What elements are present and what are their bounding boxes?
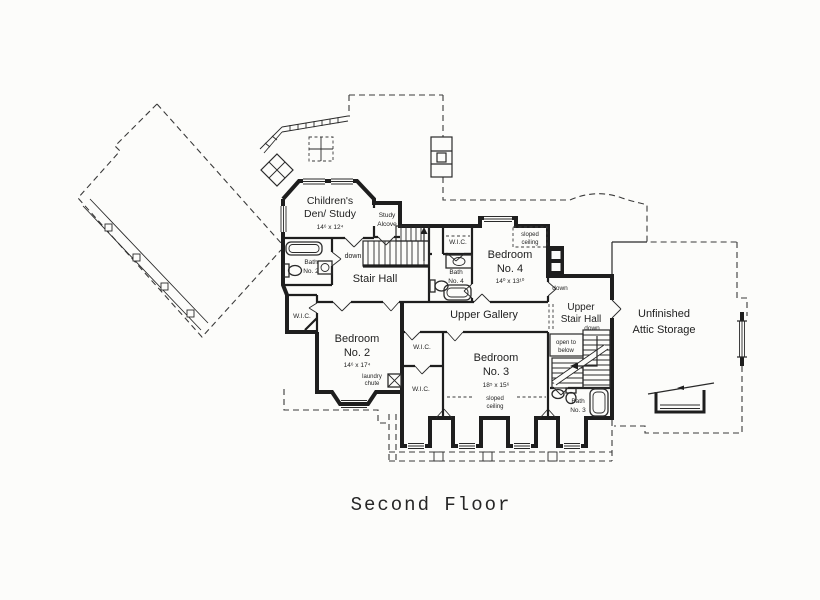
- sink-icon: [551, 388, 565, 400]
- roof-ridge-hatched-band: [259, 115, 349, 154]
- gallery-threshold: [548, 304, 554, 330]
- bedroom3-label2: No. 3: [483, 366, 509, 378]
- wic-mid-upper-label: W.I.C.: [413, 344, 431, 351]
- fireplace-icon: [548, 246, 564, 274]
- sloped-ceiling-marks: [447, 226, 548, 398]
- sloped-ceiling-b4-label: sloped: [521, 232, 539, 238]
- bedroom2-label2: No. 2: [344, 347, 370, 359]
- attic-label2: Attic Storage: [633, 324, 696, 336]
- window-icon: [280, 178, 353, 232]
- bedroom2-dims: 14⁶ x 17⁴: [344, 362, 371, 369]
- vanity-sink-icon: [445, 254, 473, 269]
- bath2-label: Bath: [304, 259, 318, 266]
- skylight-diamond-icon: [260, 153, 294, 187]
- sloped-ceiling-b3-label: sloped: [486, 396, 504, 402]
- wic-top-label: W.I.C.: [449, 239, 467, 246]
- upper-stair-hall-label2: Stair Hall: [561, 314, 602, 325]
- room-labels: Children's Den/ Study 14⁶ x 12⁴ Study Al…: [293, 195, 695, 414]
- bathtub-icon: [589, 388, 609, 417]
- skylight-icon: [308, 136, 334, 162]
- bedroom3-label: Bedroom: [474, 352, 519, 364]
- upper-staircase: [551, 329, 611, 389]
- roof-outline-attic-right: [614, 312, 747, 434]
- childrens-den-label: Children's: [307, 195, 353, 207]
- main-staircase: [362, 225, 430, 268]
- dormer-windows: [407, 408, 581, 450]
- bedroom4-label: Bedroom: [488, 249, 533, 261]
- bedroom2-label: Bedroom: [335, 333, 380, 345]
- bedroom3-dims: 18⁵ x 15⁶: [483, 382, 510, 389]
- sink-icon: [317, 260, 333, 275]
- childrens-den-label2: Den/ Study: [304, 208, 357, 220]
- wic-mid-lower-label: W.I.C.: [412, 386, 430, 393]
- open-to-below-label2: below: [558, 348, 574, 354]
- bath4-label: Bath: [449, 269, 463, 276]
- wic-left-label: W.I.C.: [293, 313, 311, 320]
- upper-stair-hall-label: Upper: [567, 302, 595, 313]
- toilet-icon: [283, 263, 303, 278]
- open-to-below-label: open to: [556, 340, 577, 346]
- laundry-chute-icon: [387, 373, 402, 388]
- stair-hall-label: Stair Hall: [353, 273, 398, 285]
- down-annotation-entry: down: [552, 285, 568, 292]
- roof-outline-bottom-overhang: [283, 389, 613, 462]
- down-annotation-main: down: [345, 253, 362, 260]
- bedroom4-dims: 14⁰ x 13¹⁰: [496, 277, 525, 285]
- page-title: Second Floor: [351, 494, 512, 516]
- roof-outline-top: [348, 94, 748, 316]
- bathtub-icon: [443, 284, 472, 301]
- sloped-ceiling-b3-label2: ceiling: [486, 404, 503, 410]
- attic-door: [609, 299, 622, 319]
- open-to-below-well: [549, 333, 584, 357]
- bathtub-icon: [285, 241, 323, 256]
- attic-dormer: [647, 382, 715, 414]
- bath4-label2: No. 4: [448, 278, 464, 285]
- laundry-chute-label2: chute: [365, 381, 380, 387]
- window-icon: [341, 400, 367, 408]
- study-alcove-label: Study: [379, 212, 396, 219]
- attic-label: Unfinished: [638, 308, 690, 320]
- interior-walls: [283, 203, 612, 418]
- bath2-label2: No. 2: [303, 268, 319, 275]
- childrens-den-dims: 14⁶ x 12⁴: [317, 224, 344, 231]
- toilet-icon: [429, 279, 449, 293]
- bath3-label: Bath: [571, 398, 585, 405]
- bath3-label2: No. 3: [570, 407, 586, 414]
- window-icon: [484, 215, 512, 223]
- toilet-icon: [565, 387, 577, 405]
- laundry-chute-label: laundry: [362, 374, 382, 380]
- upper-gallery-label: Upper Gallery: [450, 309, 518, 321]
- bedroom4-label2: No. 4: [497, 263, 523, 275]
- chimney-icon: [430, 136, 453, 178]
- sloped-ceiling-b4-label2: ceiling: [521, 240, 538, 246]
- roof-outline-left-diamond: [77, 103, 282, 338]
- study-alcove-label2: Alcove: [377, 221, 397, 228]
- down-annotation-upper: down: [584, 325, 600, 332]
